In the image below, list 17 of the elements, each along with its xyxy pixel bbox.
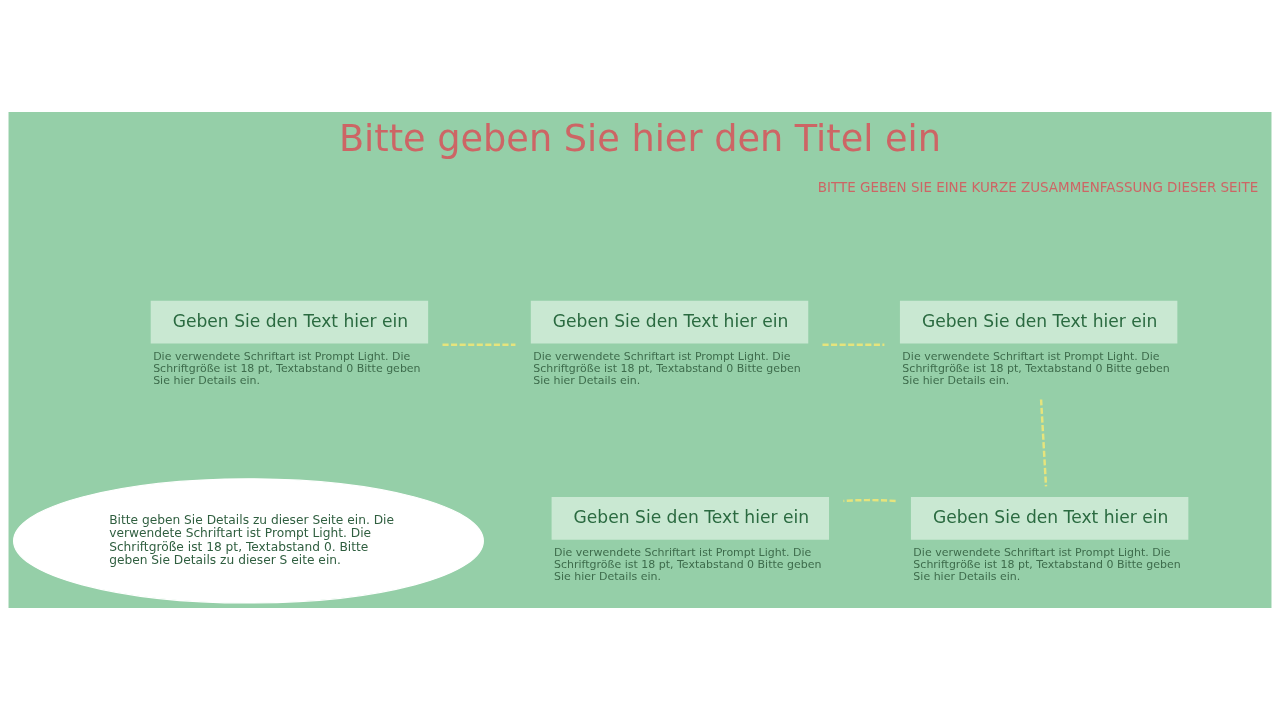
connector xyxy=(822,343,885,347)
node-label: Die verwendete Schriftart ist Prompt Light. Die Schriftgröße ist 18 pt, Textabstand 0 Bitte geben Sie hier Details ein. xyxy=(554,545,822,584)
node-box: Geben Sie den Text hier ein xyxy=(899,300,1178,344)
connector xyxy=(442,343,516,347)
node-label: Die verwendete Schriftart ist Prompt Light. Die Schriftgröße ist 18 pt, Textabstand 0 Bitte geben Sie hier Details ein. xyxy=(533,349,801,388)
node-label: Die verwendete Schriftart ist Prompt Light. Die Schriftgröße ist 18 pt, Textabstand 0 Bitte geben Sie hier Details ein. xyxy=(153,349,421,388)
node-box: Geben Sie den Text hier ein xyxy=(910,496,1189,540)
node-box: Geben Sie den Text hier ein xyxy=(551,496,830,540)
connector xyxy=(1039,399,1048,487)
node-label: Die verwendete Schriftart ist Prompt Light. Die Schriftgröße ist 18 pt, Textabstand 0 Bitte geben Sie hier Details ein. xyxy=(902,349,1170,388)
node-label: Die verwendete Schriftart ist Prompt Light. Die Schriftgröße ist 18 pt, Textabstand 0 Bitte geben Sie hier Details ein. xyxy=(913,545,1181,584)
node-box: Geben Sie den Text hier ein xyxy=(150,300,429,344)
connector xyxy=(843,498,896,503)
label: BITTE GEBEN SIE EINE KURZE ZUSAMMENFASSUNG DIESER SEITE xyxy=(817,180,1259,196)
node-box: Geben Sie den Text hier ein xyxy=(530,300,809,344)
node-ellipse: Bitte geben Sie Details zu dieser Seite ein. Die verwendete Schriftart ist Prompt Light. Die Schriftgröße ist 18 pt, Textabstand 0. Bitte geben Sie Details zu dieser S eite ein. xyxy=(13,478,484,604)
diagram-title: Bitte geben Sie hier den Titel ein xyxy=(338,117,942,161)
